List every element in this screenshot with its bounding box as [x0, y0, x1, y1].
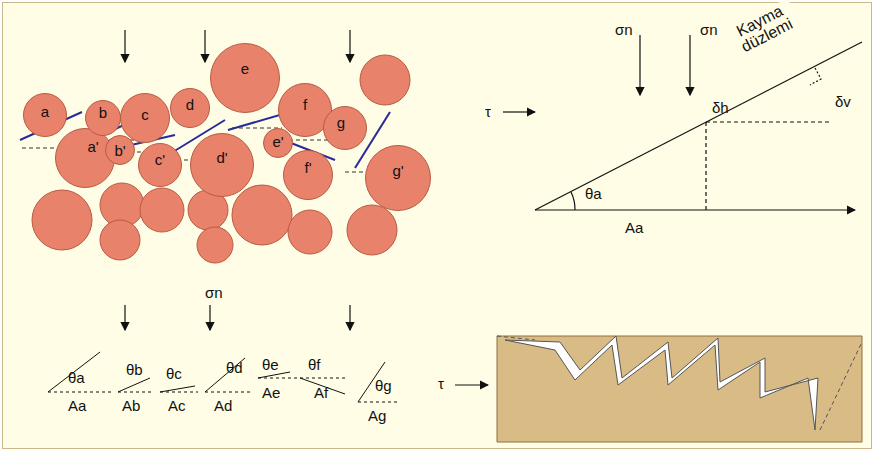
particle-circle: d': [190, 133, 254, 197]
angle-symbol: θb: [126, 362, 143, 377]
dimension-label: Af: [314, 385, 328, 400]
particle-letter: d: [186, 97, 194, 112]
particle-letter: b': [114, 143, 125, 158]
displacement-symbol: δh: [712, 100, 729, 115]
particle-letter: b: [99, 105, 107, 120]
particle-circle: g': [365, 145, 431, 211]
particle-letter: a': [87, 139, 98, 154]
dimension-label: Ac: [168, 398, 186, 413]
particle-circle: a: [23, 93, 67, 137]
particle-letter: f': [304, 160, 311, 175]
angle-symbol: θe: [262, 357, 279, 372]
particle-letter: f: [303, 97, 307, 112]
particle-letter: g': [392, 163, 403, 178]
stress-symbol: τ: [485, 104, 491, 119]
particle-letter: g: [337, 115, 345, 130]
particle-circle: c: [120, 93, 170, 143]
particle-letter: d': [216, 150, 227, 165]
angle-symbol: θd: [226, 360, 243, 375]
particle-circle: g: [323, 106, 367, 150]
particle-circle: a': [55, 128, 115, 188]
particle-circle: b: [85, 100, 121, 136]
dimension-label: Aa: [625, 220, 643, 235]
particle-circle: b': [105, 135, 135, 165]
displacement-symbol: δv: [835, 94, 851, 109]
stress-symbol: τ: [438, 376, 444, 391]
angle-symbol: θc: [166, 366, 182, 381]
dimension-label: Aa: [68, 398, 86, 413]
dimension-label: Ae: [262, 385, 280, 400]
dimension-label: Ab: [122, 398, 140, 413]
stress-symbol: σn: [700, 22, 718, 37]
stress-symbol: σn: [615, 22, 633, 37]
particle-letter: e: [241, 61, 249, 76]
particle-circle: c': [138, 143, 182, 187]
particle-circle: e: [210, 43, 280, 113]
particle-letter: a: [41, 104, 49, 119]
dimension-label: Ad: [214, 398, 232, 413]
particle-letter: c': [155, 152, 165, 167]
angle-symbol: θa: [585, 186, 602, 201]
particle-circle: f': [283, 150, 333, 200]
particle-letter: c: [141, 107, 149, 122]
stress-symbol: σn: [205, 285, 223, 300]
particle-circle: d: [170, 88, 210, 128]
angle-symbol: θf: [308, 357, 321, 372]
particle-circle: e': [263, 128, 293, 158]
dimension-label: Ag: [368, 408, 386, 423]
angle-symbol: θg: [375, 378, 392, 393]
angle-symbol: θa: [68, 370, 85, 385]
particle-letter: e': [272, 134, 283, 149]
